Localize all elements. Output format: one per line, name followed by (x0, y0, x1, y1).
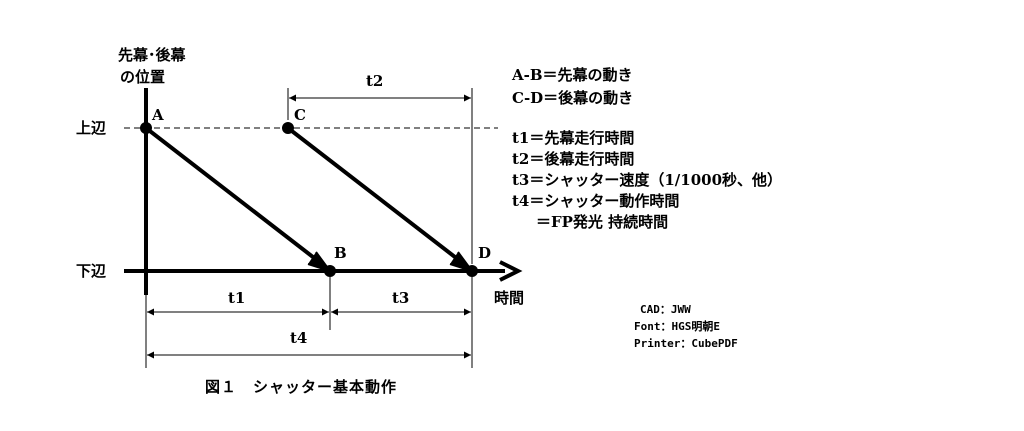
meta-cad: CAD：JWW (640, 303, 691, 316)
y-axis-label-line2: の位置 (120, 68, 165, 86)
time-axis-arrow-icon (499, 260, 523, 282)
t4-label: t4 (290, 329, 307, 347)
meta-font: Font：HGS明朝E (634, 319, 720, 333)
point-c-marker (282, 122, 294, 134)
point-b-label: B (334, 244, 347, 262)
t2-label: t2 (366, 72, 383, 90)
t1-label: t1 (228, 289, 245, 307)
legend-line-4: t2＝後幕走行時間 (512, 150, 634, 168)
point-a-label: A (151, 106, 164, 124)
top-edge-label: 上辺 (76, 119, 107, 137)
figure-caption: 図１ シャッター基本動作 (205, 378, 397, 396)
point-d-label: D (478, 244, 491, 262)
front-curtain-line (144, 126, 324, 266)
legend-line-2: C-D＝後幕の動き (512, 89, 633, 107)
x-axis-label: 時間 (494, 289, 524, 307)
legend-line-1: A-B＝先幕の動き (511, 66, 633, 84)
legend-line-5: t3＝シャッター速度（1/1000秒、他） (512, 171, 782, 189)
legend-line-7: ＝FP発光 持続時間 (536, 213, 668, 231)
t3-label: t3 (392, 289, 409, 307)
legend-line-6: t4＝シャッター動作時間 (512, 192, 679, 210)
y-axis-label-line1: 先幕･後幕 (118, 46, 187, 64)
point-b-marker (324, 265, 336, 277)
point-c-label: C (294, 106, 306, 124)
point-a-marker (140, 122, 152, 134)
rear-curtain-line (286, 126, 466, 266)
bottom-edge-label: 下辺 (76, 262, 107, 280)
meta-printer: Printer：CubePDF (634, 337, 738, 350)
legend-line-3: t1＝先幕走行時間 (512, 129, 634, 147)
point-d-marker (466, 265, 478, 277)
